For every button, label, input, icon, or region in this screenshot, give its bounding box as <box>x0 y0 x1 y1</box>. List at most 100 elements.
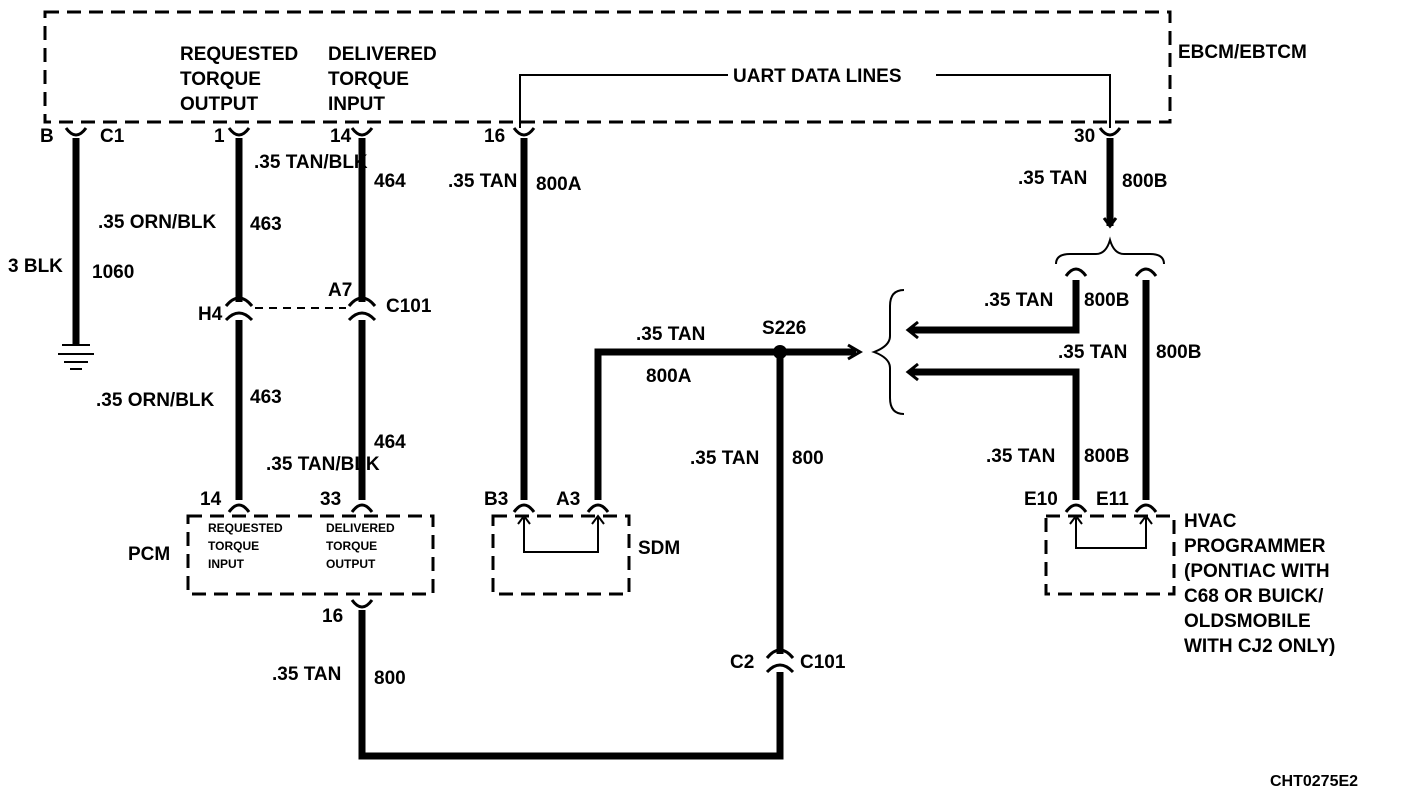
wire-800a-a3-circuit: 800A <box>646 366 692 387</box>
pcm-delivered-line1: DELIVERED <box>326 521 395 535</box>
pin-30-label: 30 <box>1074 126 1095 147</box>
hvac-label-line3: (PONTIAC WITH <box>1184 561 1330 582</box>
sdm-internal-link <box>523 518 599 553</box>
wire-800-pcm-loop <box>358 610 784 760</box>
connector-c101b-label: C101 <box>800 652 846 673</box>
wire-800b-pin30-circuit: 800B <box>1122 171 1167 192</box>
hvac-internal-link <box>1075 518 1147 549</box>
hvac-pin-e10-terminal <box>1064 503 1088 513</box>
wire-800b-r2-circuit: 800B <box>1156 342 1201 363</box>
branch-left-terminal <box>1064 267 1088 277</box>
wire-800b-branch-lower <box>910 368 1080 500</box>
sdm-pin-a3-label: A3 <box>556 489 580 510</box>
ebcm-module-box <box>43 10 1172 124</box>
pin-16-label: 16 <box>484 126 505 147</box>
hvac-pin-e10-label: E10 <box>1024 489 1058 510</box>
ebcm-requested-line3: OUTPUT <box>180 94 259 115</box>
wire-463-upper-size: .35 ORN/BLK <box>98 212 217 233</box>
top-harness-bracket <box>1055 236 1165 265</box>
branch-upper-arrow <box>905 320 919 340</box>
connector-h4-label: H4 <box>198 304 223 325</box>
ebcm-requested-line2: TORQUE <box>180 69 261 90</box>
hvac-label-line1: HVAC <box>1184 511 1237 532</box>
wire-800a-sdm-a3 <box>594 348 780 500</box>
hvac-e11-arrow <box>1139 514 1153 525</box>
hvac-pin-e11-terminal <box>1134 503 1158 513</box>
connector-h4-female <box>224 296 254 307</box>
wire-800b-branch-upper <box>910 280 1080 334</box>
ground-wire-size: 3 BLK <box>8 256 63 277</box>
sdm-pin-b3-label: B3 <box>484 489 508 510</box>
connector-h4-male <box>224 311 254 322</box>
sdm-b3-arrow <box>517 514 531 525</box>
branch-lower-arrow <box>905 362 919 382</box>
harness-bracket <box>871 289 905 415</box>
pcm-pin-16-label: 16 <box>322 606 343 627</box>
sdm-module-box <box>491 514 631 596</box>
wire-463-lower-circuit: 463 <box>250 387 282 408</box>
pin-b-label: B <box>40 126 54 147</box>
ebcm-delivered-line3: INPUT <box>328 94 385 115</box>
ebcm-label: EBCM/EBTCM <box>1178 42 1307 63</box>
connector-a7-female <box>347 296 377 307</box>
wire-800-pcm-circuit: 800 <box>374 668 406 689</box>
uart-line-right <box>936 74 1111 128</box>
wire-800b-r2-size: .35 TAN <box>1058 342 1127 363</box>
wire-800a-pin16-circuit: 800A <box>536 174 582 195</box>
pcm-pin-33-label: 33 <box>320 489 341 510</box>
ebcm-delivered-line2: TORQUE <box>328 69 409 90</box>
wire-800a-a3-size: .35 TAN <box>636 324 705 345</box>
pin-1-label: 1 <box>214 126 225 147</box>
connector-a7-male <box>347 311 377 322</box>
pcm-pin-14-label: 14 <box>200 489 222 510</box>
wire-800b-e10-size: .35 TAN <box>986 446 1055 467</box>
connector-c2-label: C2 <box>730 652 754 673</box>
pin-b-terminal <box>64 127 88 137</box>
pcm-delivered-line2: TORQUE <box>326 539 377 553</box>
ebcm-requested-line1: REQUESTED <box>180 44 298 65</box>
ground-wire-circuit: 1060 <box>92 262 134 283</box>
pcm-delivered-line3: OUTPUT <box>326 557 376 571</box>
wire-800-pcm-size: .35 TAN <box>272 664 341 685</box>
pin-14-label: 14 <box>330 126 352 147</box>
wire-800a-pin16-size: .35 TAN <box>448 171 517 192</box>
wire-464-upper-size: .35 TAN/BLK <box>254 152 368 173</box>
wire-800-splice-size: .35 TAN <box>690 448 759 469</box>
connector-c2-male <box>765 663 795 674</box>
pin-c1-label: C1 <box>100 126 125 147</box>
hvac-pin-e11-label: E11 <box>1096 489 1129 510</box>
pcm-module-box <box>186 514 435 596</box>
pcm-label: PCM <box>128 544 170 565</box>
ebcm-delivered-line1: DELIVERED <box>328 44 437 65</box>
pcm-requested-line2: TORQUE <box>208 539 259 553</box>
pin-1-terminal <box>227 127 251 137</box>
sdm-pin-b3-terminal <box>512 503 536 513</box>
wire-464-upper-circuit: 464 <box>374 171 406 192</box>
pcm-requested-line3: INPUT <box>208 557 245 571</box>
pcm-requested-line1: REQUESTED <box>208 521 283 535</box>
sdm-pin-a3-terminal <box>586 503 610 513</box>
pin-16-terminal <box>512 127 536 137</box>
pcm-pin-33-terminal <box>350 503 374 513</box>
wire-800b-e10-circuit: 800B <box>1084 446 1129 467</box>
wire-463-upper-circuit: 463 <box>250 214 282 235</box>
sdm-label: SDM <box>638 538 680 559</box>
connector-c101-label: C101 <box>386 296 432 317</box>
hvac-label-line6: WITH CJ2 ONLY) <box>1184 636 1335 657</box>
uart-data-lines-label: UART DATA LINES <box>733 66 902 87</box>
splice-arrow <box>847 343 863 361</box>
splice-s226-label: S226 <box>762 318 806 339</box>
pcm-pin-16-terminal <box>350 599 374 609</box>
hvac-label-line2: PROGRAMMER <box>1184 536 1326 557</box>
wire-463-lower-size: .35 ORN/BLK <box>96 390 215 411</box>
wire-464-lower-circuit: 464 <box>374 432 406 453</box>
hvac-label-line5: OLDSMOBILE <box>1184 611 1311 632</box>
pin-14-terminal <box>350 127 374 137</box>
pin-30-terminal <box>1098 127 1122 137</box>
wire-464-lower-size: .35 TAN/BLK <box>266 454 380 475</box>
wire-800-splice-circuit: 800 <box>792 448 824 469</box>
pin30-branch-arrow <box>1102 217 1118 229</box>
wire-800b-r1-size: .35 TAN <box>984 290 1053 311</box>
sdm-a3-arrow <box>591 514 605 525</box>
hvac-e10-arrow <box>1069 514 1083 525</box>
